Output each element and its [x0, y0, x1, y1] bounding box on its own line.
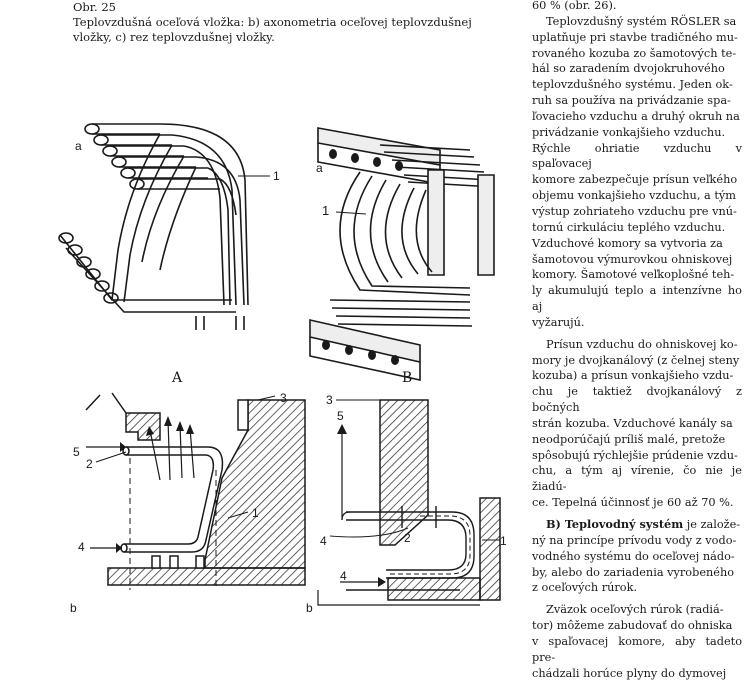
p2-line-3: chu je taktiež dvojkanálový z bočných: [532, 385, 742, 415]
figure-a-part-1: 1: [273, 169, 280, 183]
figure-d-label-4b: 4: [340, 569, 347, 583]
figure-b-panel-label: a: [316, 161, 323, 175]
p4-line-2: v spaľovacej komore, aby tadeto pre-: [532, 634, 742, 664]
figure-b-drawing: [309, 127, 495, 381]
body-line-11: objemu vonkajšieho vzduchu, a tým: [532, 189, 736, 203]
body-line-12: výstup zohriateho vzduchu pre vnú-: [532, 204, 737, 218]
body-line-3: rovaného kozuba zo šamotových te-: [532, 46, 737, 60]
body-line-16: komory. Šamotové veľkoplošné teh-: [532, 268, 735, 282]
body-line-9: Rýchle ohriatie vzduchu v spaľovacej: [532, 141, 742, 171]
figure-d-panel-label: b: [306, 601, 313, 615]
p3-line-4: z oceľových rúrok.: [532, 581, 638, 595]
figure-c-panel-label: b: [70, 601, 77, 615]
body-line-8: privádzanie vonkajšieho vzduchu.: [532, 125, 726, 139]
tube-ends-bottom: [58, 232, 119, 304]
p4-line-0: Zväzok oceľových rúrok (radiá-: [546, 603, 724, 617]
body-line-10: komore zabezpečuje prísun veľkého: [532, 173, 738, 187]
figure-d-label-3: 3: [326, 393, 333, 407]
body-line-13: tornú cirkuláciu teplého vzduchu.: [532, 220, 726, 234]
body-line-17: ly akumulujú teplo a intenzívne ho aj: [532, 284, 742, 314]
body-line-4: hál so zaradením dvojokruhového: [532, 62, 725, 76]
p2-line-0: Prísun vzduchu do ohniskovej ko-: [546, 337, 738, 351]
figure-d-label-4a: 4: [320, 534, 327, 548]
p2-line-5: neodporúčajú príliš malé, pretože: [532, 432, 726, 446]
body-line-2: uplatňuje pri stavbe tradičného mu-: [532, 30, 738, 44]
p3-line-1: ný na princípe prívodu vody z vodo-: [532, 533, 737, 547]
p3-first-text: je založe-: [683, 518, 741, 531]
body-line-0: 60 % (obr. 26).: [532, 0, 617, 12]
body-line-7: ľovacieho vzduchu a druhý okruh na: [532, 109, 740, 123]
p3-line-2: vodného systému do oceľovej nádo-: [532, 549, 735, 563]
figure-c-label-1: 1: [252, 506, 259, 520]
figure-d-label-1: 1: [500, 534, 507, 548]
figure-c-label-2: 2: [86, 457, 93, 471]
figure-drawings: a 1 A: [58, 123, 507, 615]
p2-line-4: strán kozuba. Vzduchové kanály sa: [532, 416, 733, 430]
body-line-18: vyžarujú.: [532, 315, 585, 329]
figure-d-drawing: [317, 399, 501, 606]
figure-a-label: A: [171, 370, 183, 386]
body-line-15: šamotovou výmurovkou ohniskovej: [532, 252, 733, 266]
plate-holes-top: [329, 149, 403, 171]
figure-caption-text: Teplovzdušná oceľová vložka: b) axonomet…: [73, 15, 472, 44]
figure-number: Obr. 25: [73, 0, 116, 14]
p3-line-0: B) Teplovodný systém je založe-: [532, 517, 742, 533]
p4-line-1: tor) môžeme zabudovať do ohniska: [532, 619, 733, 633]
figure-c-drawing: [85, 392, 306, 590]
figure-c-label-4: 4: [78, 540, 85, 554]
figure-b-part-1: 1: [322, 203, 329, 218]
body-text-column: 60 % (obr. 26). Teplovzdušný systém RÖSL…: [532, 0, 742, 681]
p2-line-7: chu, a tým aj vírenie, čo nie je žiadú-: [532, 464, 742, 494]
figure-c-label-3: 3: [280, 391, 287, 405]
body-line-6: ruh sa používa na privádzanie spa-: [532, 94, 731, 108]
figure-c-label-5: 5: [73, 445, 80, 459]
body-line-14: Vzduchové komory sa vytvoria za: [532, 236, 723, 250]
figure-d-label-2: 2: [404, 531, 411, 545]
p3-line-3: by, alebo do zariadenia vyrobeného: [532, 565, 735, 579]
figure-b-label: B: [402, 370, 412, 386]
p4-line-3: chádzali horúce plyny do dymovej: [532, 666, 727, 680]
p2-line-1: mory je dvojkanálový (z čelnej steny: [532, 353, 740, 367]
figure-d-label-5: 5: [337, 409, 344, 423]
body-line-5: teplovzdušného systému. Jeden ok-: [532, 78, 733, 92]
p2-line-6: spôsobujú rýchlejšie prúdenie vzdu-: [532, 448, 738, 462]
plate-holes-bottom: [322, 340, 399, 365]
figure-a-panel-label: a: [75, 139, 82, 153]
figure-a-drawing: [58, 123, 270, 330]
p2-line-2: kozuba) a prísun vonkajšieho vzdu-: [532, 369, 734, 383]
p2-line-8: ce. Tepelná účinnosť je 60 až 70 %.: [532, 496, 734, 510]
figure-caption: Obr. 25 Teplovzdušná oceľová vložka: b) …: [73, 0, 513, 45]
p3-bold-heading: B) Teplovodný systém: [546, 517, 684, 531]
body-line-1: Teplovzdušný systém RÖSLER sa: [546, 14, 737, 28]
